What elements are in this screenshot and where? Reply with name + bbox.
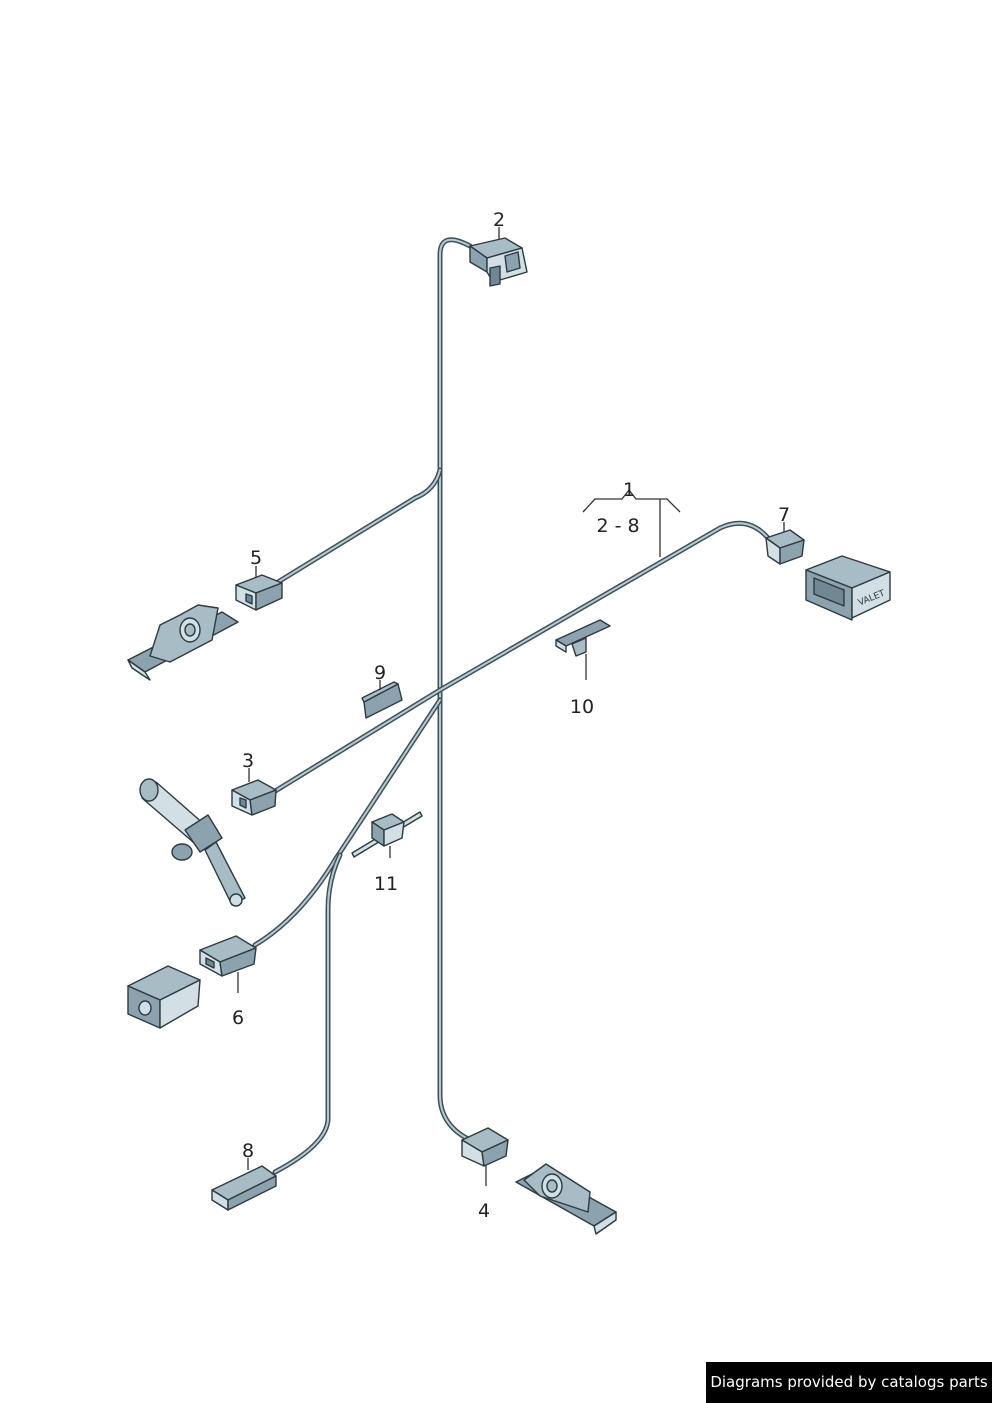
- clip-9: [361, 681, 403, 719]
- lock-actuator: [139, 778, 246, 907]
- callout-2: 2: [493, 209, 505, 231]
- connector-6: [199, 935, 257, 977]
- leader-lines: [237, 227, 785, 1186]
- connector-4: [461, 1127, 509, 1167]
- courtesy-lamp-left: [127, 604, 239, 681]
- callout-6: 6: [232, 1007, 244, 1029]
- callout-4: 4: [478, 1200, 490, 1222]
- connector-2: [469, 237, 528, 287]
- callout-3: 3: [242, 750, 254, 772]
- harness-wires: [252, 237, 771, 1175]
- courtesy-lamp-right: [515, 1163, 617, 1235]
- cable-tie-11: [351, 811, 423, 858]
- callout-7: 7: [778, 504, 790, 526]
- callout-1-range: 2 - 8: [596, 515, 639, 537]
- callout-11: 11: [374, 873, 398, 895]
- callout-1: 1: [623, 479, 635, 501]
- connector-3: [231, 779, 277, 816]
- diagram-credit-banner: Diagrams provided by catalogs parts: [706, 1362, 992, 1403]
- clip-10: [555, 619, 611, 657]
- connector-5: [235, 574, 283, 611]
- callout-9: 9: [374, 662, 386, 684]
- valet-switch: VALET: [805, 555, 891, 621]
- connector-7: [765, 529, 805, 565]
- trunk-switch: [127, 965, 201, 1029]
- callout-8: 8: [242, 1140, 254, 1162]
- callout-5: 5: [250, 547, 262, 569]
- callout-labels: 1 2 - 8 2 3 4 5 6 7 8 9 10 11: [232, 209, 790, 1222]
- connector-8: [211, 1165, 277, 1211]
- callout-10: 10: [570, 696, 594, 718]
